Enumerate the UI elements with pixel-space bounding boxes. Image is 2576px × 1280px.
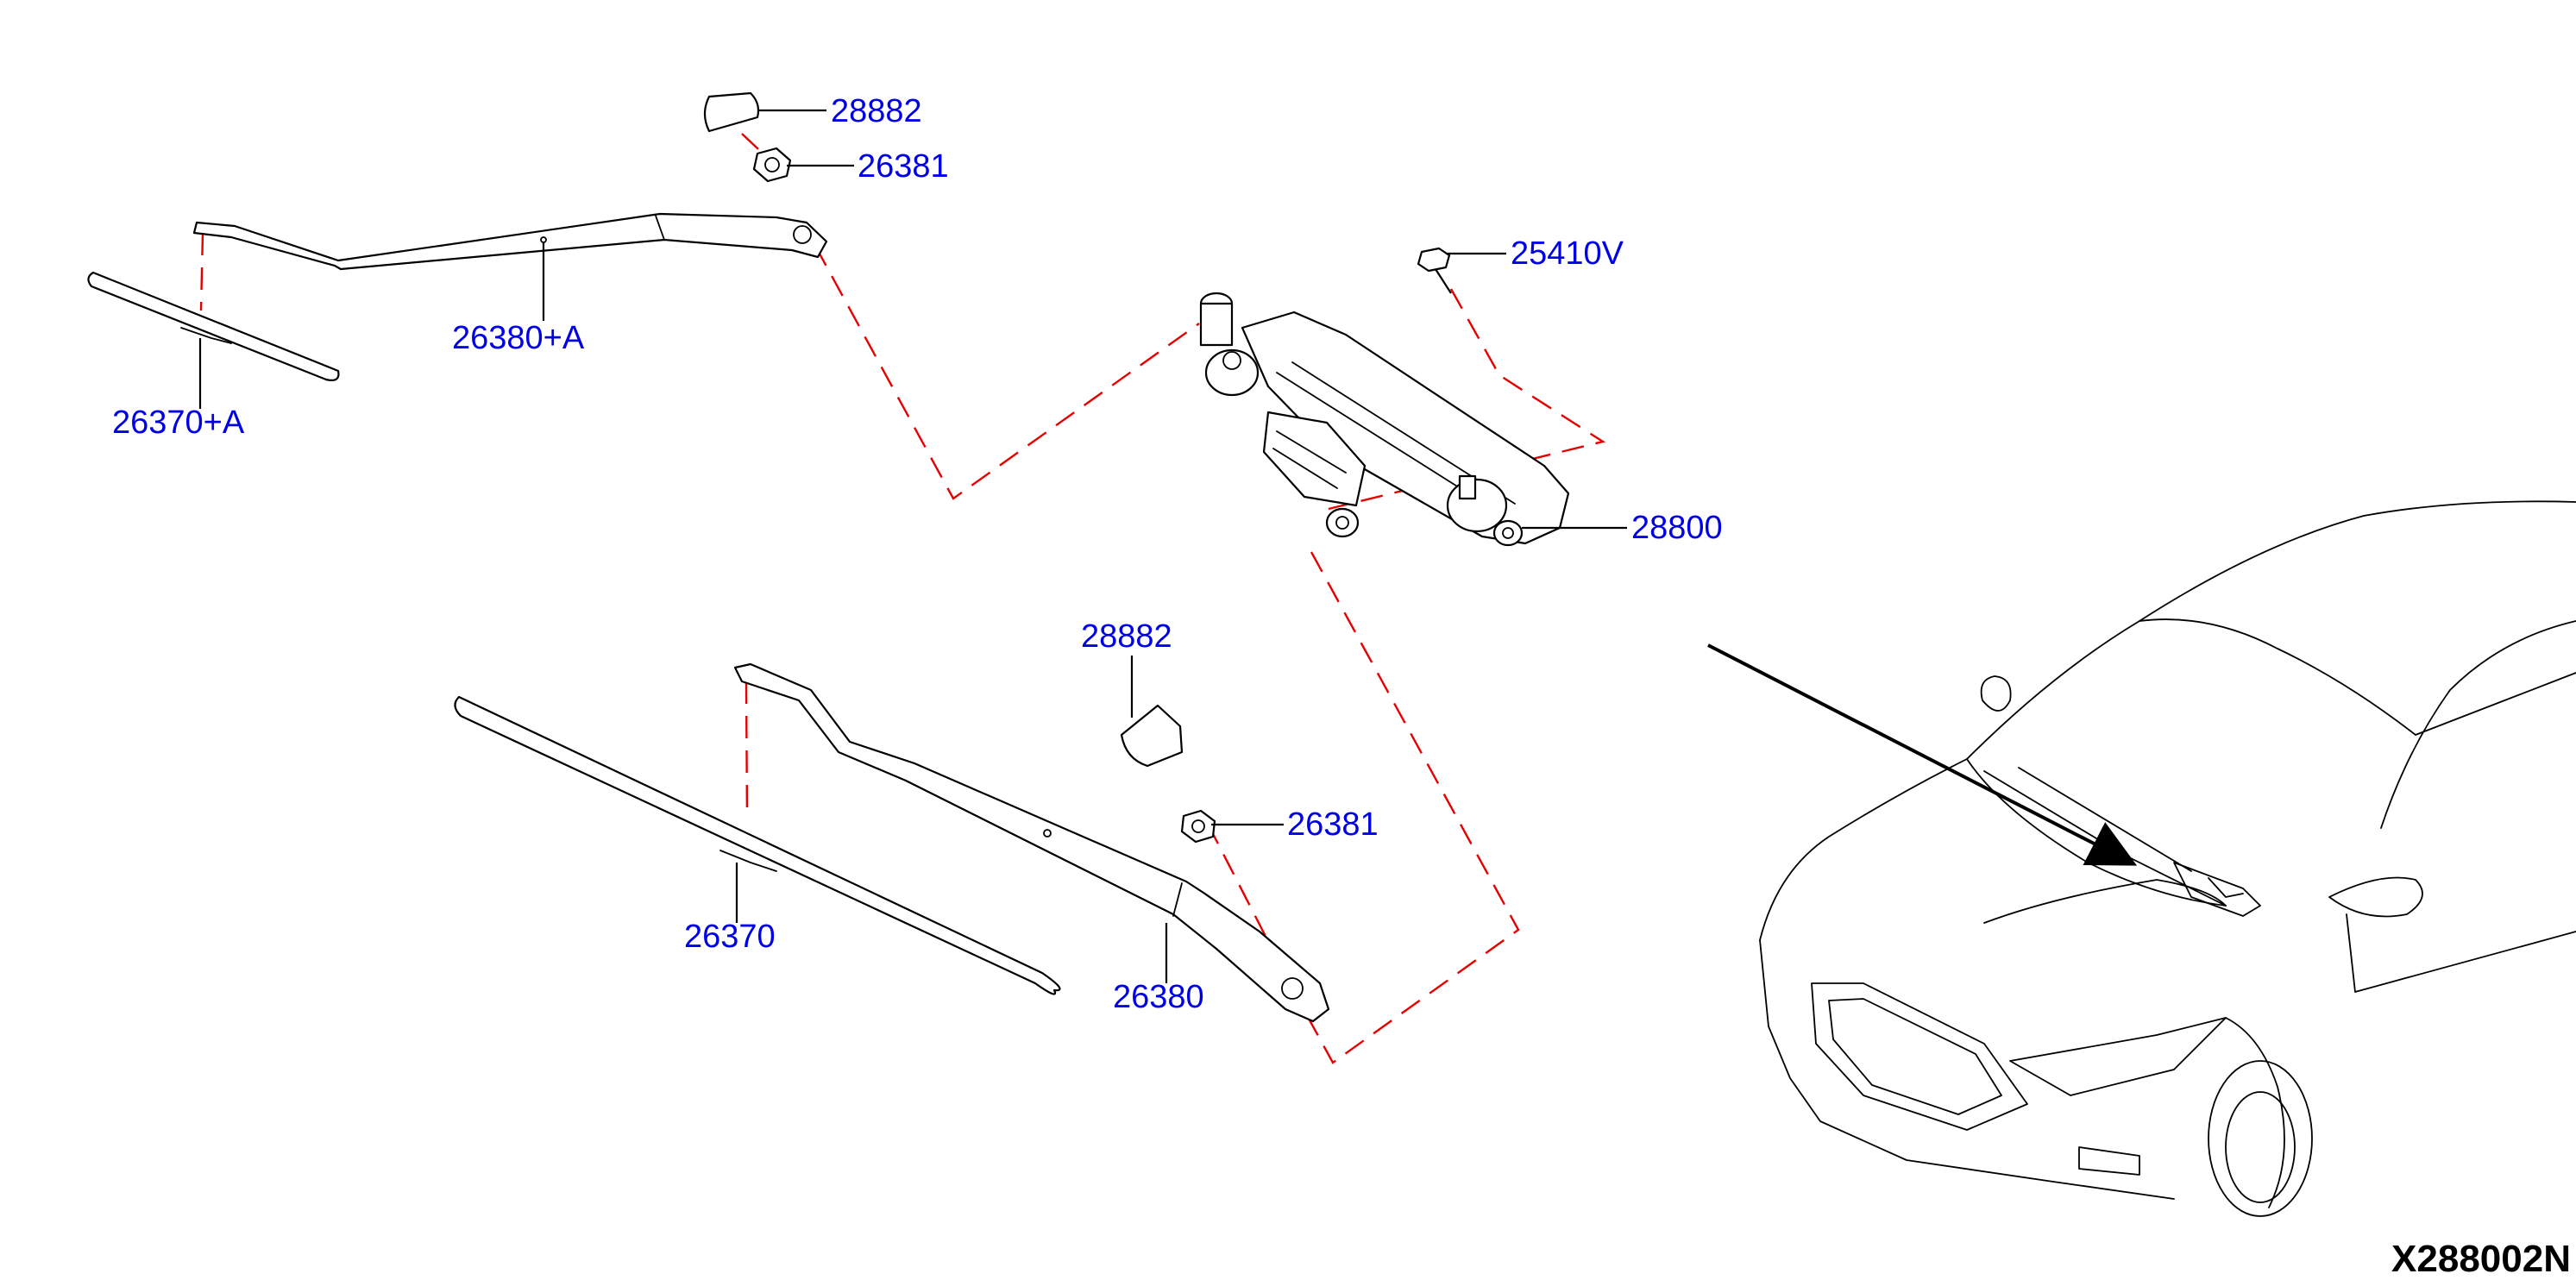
nut-lower-part [1180, 809, 1216, 844]
label-cap-upper: 28882 [831, 93, 922, 129]
vehicle-illustration [1759, 500, 2576, 1217]
dash-upper-blade-to-arm [199, 232, 204, 311]
label-arm-driver: 26380 [1113, 979, 1204, 1015]
dash-lower-linkage-to-arm [1292, 551, 1520, 1064]
dash-lower-blade-to-arm [745, 681, 749, 820]
arm-lower-part [733, 662, 1330, 1023]
leader-lines [198, 109, 1627, 983]
bolt-part [1417, 247, 1452, 294]
label-cap-lower: 28882 [1081, 618, 1172, 655]
assembly-dashed-lines [199, 133, 1606, 1064]
label-linkage-motor: 28800 [1631, 510, 1723, 546]
dash-upper-arm-to-linkage [814, 245, 1200, 500]
label-nut-lower: 26381 [1287, 806, 1379, 843]
label-nut-upper: 26381 [858, 148, 949, 185]
blade-lower-part [454, 695, 1061, 995]
diagram-code: X288002N [2391, 1238, 2571, 1280]
arm-upper-part [192, 212, 828, 271]
direction-arrow-icon [1707, 643, 2138, 866]
nut-upper-part [752, 147, 792, 183]
label-blade-assist: 26370+A [112, 405, 245, 441]
cap-upper-part [703, 91, 760, 133]
label-arm-assist: 26380+A [452, 320, 585, 356]
linkage-motor-part [1199, 292, 1570, 547]
blade-upper-part [87, 271, 340, 381]
label-bolt: 25410V [1511, 235, 1624, 272]
cap-lower-part [1120, 704, 1184, 768]
label-blade-driver: 26370 [684, 919, 776, 955]
